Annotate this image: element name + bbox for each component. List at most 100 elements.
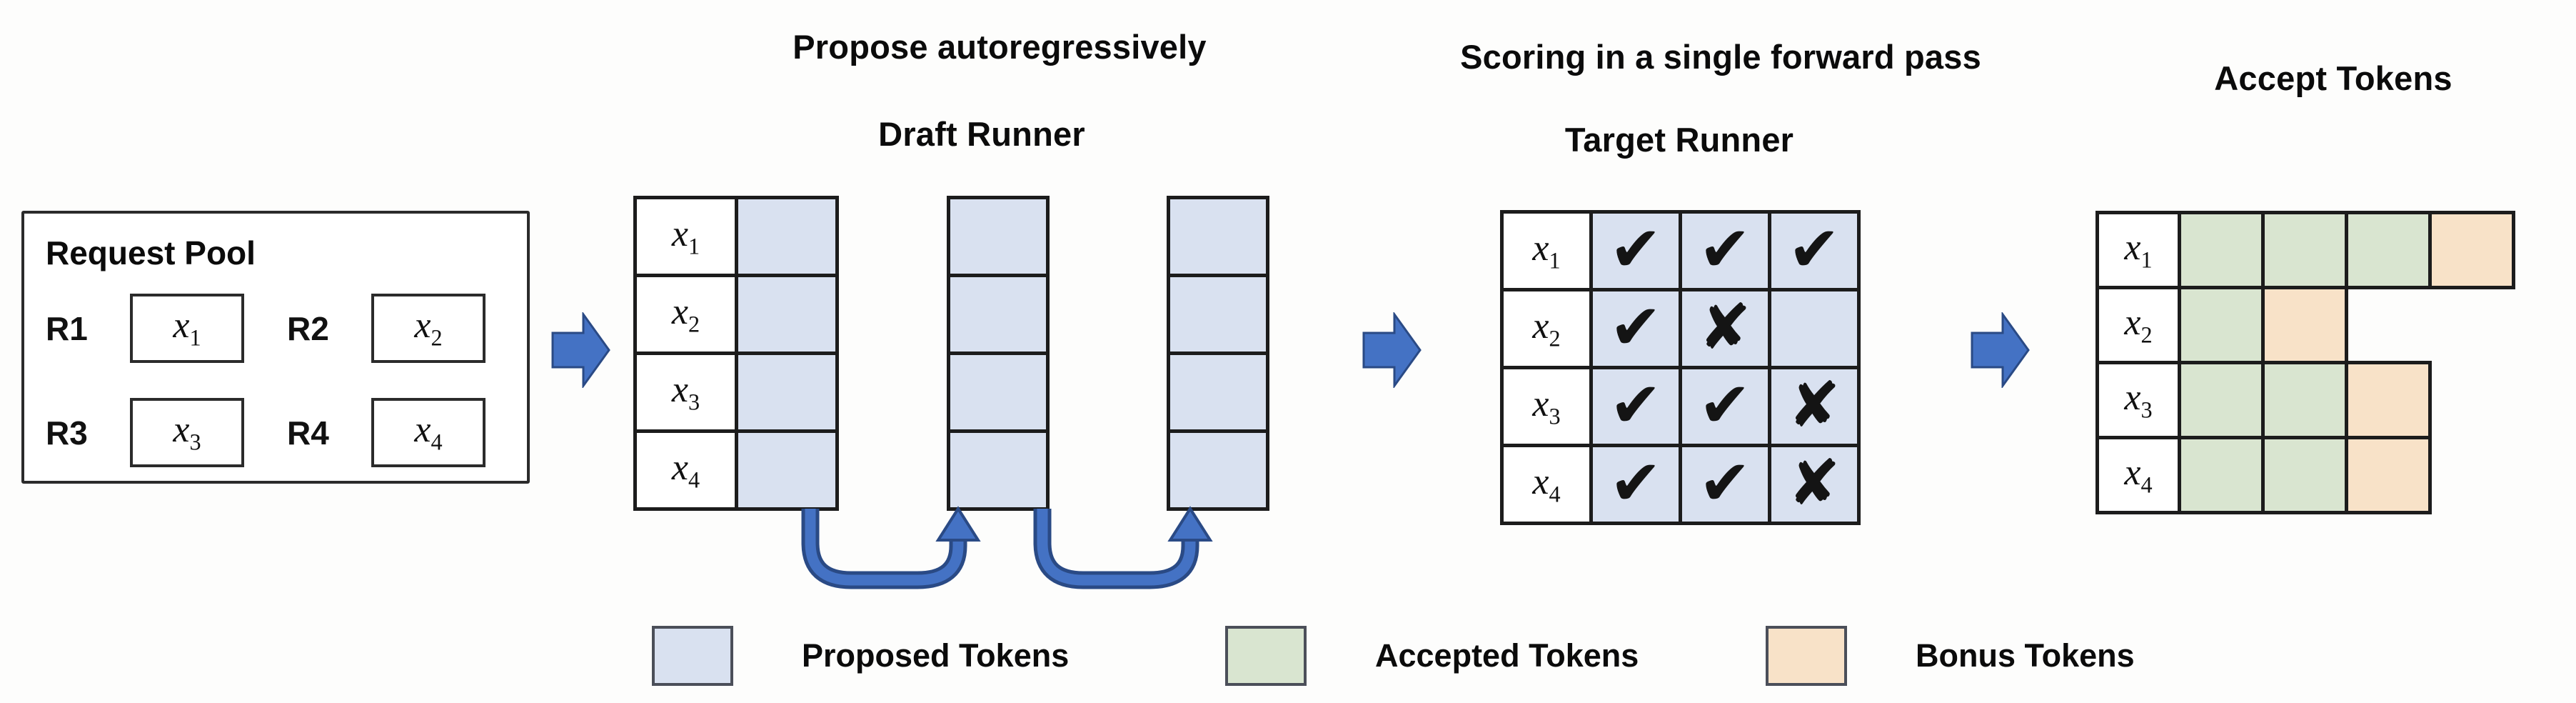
flow-arrow-draft-to-target-icon [1362, 312, 1422, 388]
token-label: x2 [2124, 304, 2152, 346]
draft-proposed-cell [1167, 429, 1269, 511]
cross-mark-icon: ✘ [1788, 368, 1841, 442]
target-score-cell: ✔ [1589, 210, 1682, 291]
accepted-token-cell [2178, 436, 2265, 514]
legend-item-accepted: Accepted Tokens [1225, 626, 1639, 686]
token-variable: x [671, 369, 688, 410]
token-label: x3 [1532, 385, 1561, 429]
token-variable: x [671, 291, 688, 332]
autoregressive-loop-arrow-2-icon [1033, 506, 1213, 589]
check-mark-icon: ✔ [1699, 212, 1751, 286]
token-subscript: 4 [431, 429, 443, 455]
check-mark-icon: ✔ [1609, 212, 1662, 286]
legend-item-proposed: Proposed Tokens [652, 626, 1069, 686]
token-label: x4 [2124, 454, 2152, 497]
token-subscript: 2 [688, 311, 700, 337]
accept-table-row: x4 [2095, 436, 2515, 514]
accepted-token-cell [2345, 211, 2432, 289]
target-row-label-cell: x4 [1500, 444, 1593, 525]
draft-proposed-cell [735, 429, 839, 511]
token-subscript: 4 [2140, 472, 2153, 498]
token-label: x1 [672, 215, 700, 259]
draft-row-label-cell: x1 [633, 196, 738, 277]
token-label: x2 [671, 291, 700, 337]
target-score-cell: ✘ [1768, 366, 1861, 447]
legend-swatch-accepted [1225, 626, 1307, 686]
target-score-cell: ✔ [1589, 288, 1682, 369]
target-score-cell: ✘ [1768, 444, 1861, 525]
title-target-runner: Target Runner [1564, 121, 1794, 159]
request-token-box: x4 [371, 398, 485, 467]
legend-label-bonus: Bonus Tokens [1916, 637, 2135, 674]
token-subscript: 2 [1549, 325, 1561, 352]
request-token-box: x1 [130, 294, 244, 363]
check-mark-icon: ✔ [1609, 368, 1662, 442]
target-score-cell: ✔ [1589, 444, 1682, 525]
token-subscript: 4 [1549, 481, 1561, 507]
accept-table-row: x3 [2095, 361, 2515, 439]
target-score-cell: ✔ [1679, 210, 1771, 291]
draft-table-row: x3 [633, 352, 839, 433]
accepted-token-cell [2261, 361, 2348, 439]
token-label: x1 [173, 307, 201, 349]
token-label: x1 [1532, 229, 1561, 274]
target-row-label-cell: x2 [1500, 288, 1593, 369]
legend-label-accepted: Accepted Tokens [1375, 637, 1639, 674]
token-subscript: 2 [431, 324, 443, 351]
token-variable: x [2124, 452, 2141, 493]
flow-arrow-target-to-accept-icon [1971, 312, 2030, 388]
target-table-row: x4 ✔ ✔ ✘ [1500, 444, 1861, 525]
token-subscript: 1 [688, 233, 700, 259]
accept-row-label-cell: x3 [2095, 361, 2181, 439]
target-table-row: x1✔✔✔ [1500, 210, 1861, 291]
token-variable: x [173, 409, 190, 451]
accept-row-label-cell: x2 [2095, 286, 2181, 364]
check-mark-icon: ✔ [1699, 446, 1751, 519]
draft-row-label-cell: x4 [633, 429, 738, 511]
bonus-token-cell [2428, 211, 2515, 289]
request-id-label: R3 [46, 414, 88, 452]
request-token-box: x2 [371, 294, 485, 363]
token-variable: x [173, 305, 190, 346]
token-variable: x [414, 409, 431, 451]
accepted-token-cell [2178, 361, 2265, 439]
accepted-token-cell [2261, 436, 2348, 514]
draft-proposed-cell [735, 352, 839, 433]
request-id-label: R4 [287, 414, 329, 452]
check-mark-icon: ✔ [1609, 446, 1662, 519]
autoregressive-loop-arrow-1-icon [801, 506, 981, 589]
token-label: x3 [671, 369, 700, 414]
token-variable: x [414, 305, 431, 346]
target-score-cell: ✘ [1679, 288, 1771, 369]
token-label: x4 [1532, 463, 1561, 507]
draft-proposed-cell [1167, 352, 1269, 433]
draft-proposal-column-3 [1167, 196, 1269, 511]
accept-table-row: x2 [2095, 286, 2515, 364]
target-table-row: x2✔✘ [1500, 288, 1861, 369]
flow-arrow-pool-to-draft-icon [551, 312, 610, 388]
draft-proposed-cell [735, 196, 839, 277]
draft-table-row: x2 [633, 274, 839, 355]
token-label: x2 [414, 307, 442, 349]
target-score-cell: ✔ [1679, 444, 1771, 525]
target-score-cell: ✔ [1589, 366, 1682, 447]
token-variable: x [2124, 377, 2141, 418]
token-subscript: 3 [1549, 403, 1561, 429]
accepted-token-cell [2178, 286, 2265, 364]
draft-proposed-cell [947, 274, 1050, 355]
draft-proposed-cell [947, 196, 1050, 277]
accepted-token-cell [2261, 211, 2348, 289]
token-label: x4 [672, 449, 700, 492]
target-row-label-cell: x1 [1500, 210, 1593, 291]
check-mark-icon: ✔ [1699, 368, 1751, 442]
draft-row-label-cell: x3 [633, 352, 738, 433]
draft-proposed-cell [947, 429, 1050, 511]
draft-proposal-column-2 [947, 196, 1050, 511]
token-subscript: 1 [1549, 247, 1561, 274]
token-label: x3 [2124, 379, 2152, 422]
cross-mark-icon: ✘ [1788, 446, 1841, 519]
title-accept-tokens: Accept Tokens [2214, 59, 2452, 97]
